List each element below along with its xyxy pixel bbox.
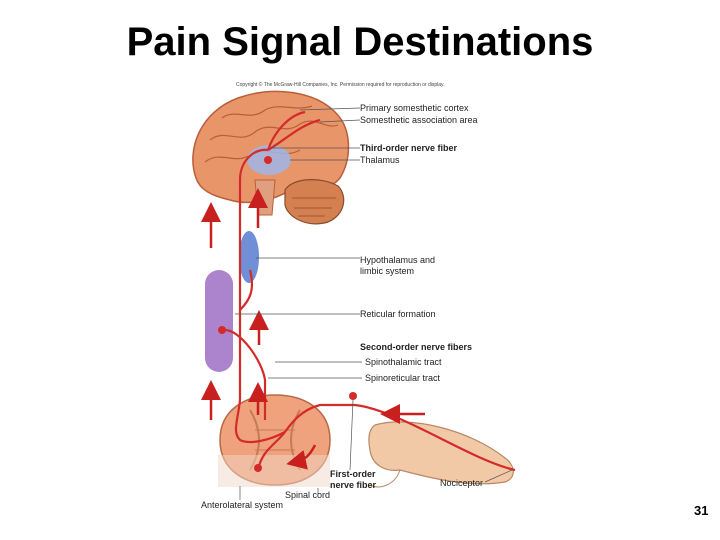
label-limbic-system: limbic system [360, 266, 415, 276]
label-association-area: Somesthetic association area [360, 115, 478, 125]
thalamus-synapse [264, 156, 272, 164]
first-order-fiber-path [284, 403, 516, 472]
reticular-formation-shape [205, 270, 233, 372]
cord-synapse [254, 464, 262, 472]
label-hypothalamus: Hypothalamus and [360, 255, 436, 265]
spinoreticular-path [224, 328, 267, 420]
label-thalamus: Thalamus [360, 155, 400, 165]
label-first-order: First-order [330, 469, 376, 479]
label-spinal-cord: Spinal cord [285, 490, 331, 500]
hypothalamus-shape [239, 231, 259, 283]
label-anterolateral-system: Anterolateral system [201, 500, 284, 510]
label-nerve-fiber: nerve fiber [330, 480, 377, 490]
finger-illustration [368, 421, 514, 488]
spinal-cord-illustration [218, 394, 331, 487]
page-number: 31 [694, 503, 709, 518]
label-nociceptor: Nociceptor [440, 478, 484, 488]
direction-arrows [201, 188, 425, 470]
reticular-synapse [218, 326, 226, 334]
hypothalamus-path [239, 269, 254, 311]
label-primary-cortex: Primary somesthetic cortex [360, 103, 469, 113]
label-reticular-formation: Reticular formation [360, 309, 436, 319]
third-order-fiber-path [266, 110, 306, 151]
copyright-notice: Copyright © The McGraw-Hill Companies, I… [236, 82, 445, 88]
association-path [267, 118, 321, 151]
dorsal-ganglion [349, 392, 357, 400]
spinothalamic-path [234, 148, 286, 444]
slide-title: Pain Signal Destinations [126, 20, 594, 64]
label-spinothalamic-tract: Spinothalamic tract [365, 357, 442, 367]
label-spinoreticular-tract: Spinoreticular tract [365, 373, 441, 383]
label-third-order-fiber: Third-order nerve fiber [360, 143, 458, 153]
label-leader-lines [235, 107, 513, 500]
label-second-order-fibers: Second-order nerve fibers [360, 342, 473, 352]
nerve-pathways [224, 110, 516, 472]
